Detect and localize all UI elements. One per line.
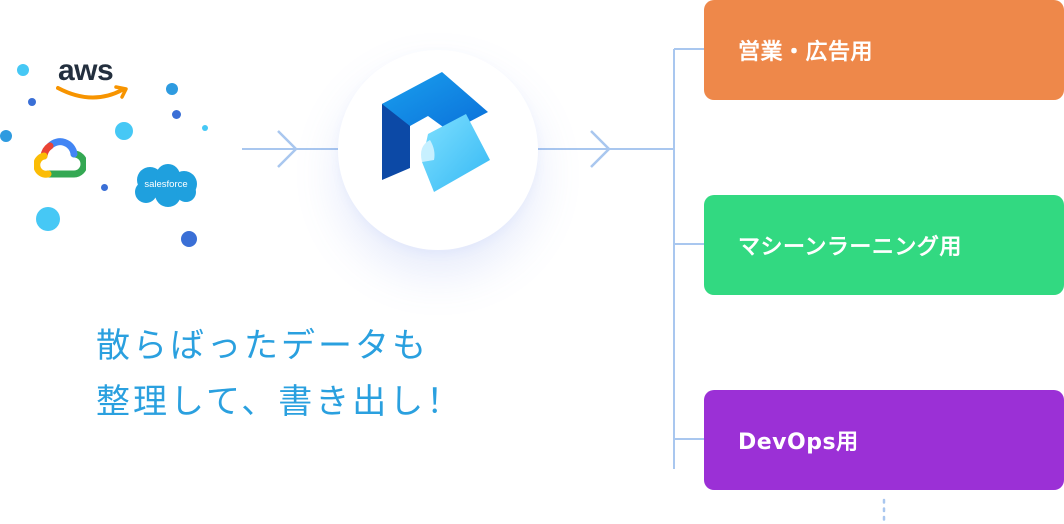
- headline-line-1: 散らばったデータも: [96, 326, 429, 366]
- salesforce-cloud-icon: [135, 164, 197, 207]
- salesforce-logo-text: salesforce: [144, 179, 188, 190]
- decor-dot: [181, 231, 197, 247]
- target-machine-learning: マシーンラーニング用: [704, 195, 1064, 295]
- input-arrow-icon: [277, 130, 298, 168]
- product-logo-icon: [382, 72, 490, 192]
- aws-logo: aws: [56, 54, 136, 104]
- decor-dot: [28, 98, 36, 106]
- decor-dot: [17, 64, 29, 76]
- decor-dot: [101, 184, 108, 191]
- aws-logo-text: aws: [58, 54, 114, 87]
- headline-line-2: 整理して、書き出し！: [96, 382, 464, 422]
- decor-dot: [0, 130, 12, 142]
- decor-dot: [202, 125, 208, 131]
- target-label: 営業・広告用: [738, 40, 874, 65]
- salesforce-logo: salesforce: [130, 162, 200, 208]
- hub-circle: [338, 50, 538, 250]
- output-arrow-icon: [590, 130, 611, 168]
- google-cloud-icon: [34, 138, 86, 178]
- aws-smile-icon: [56, 85, 128, 100]
- decor-dot: [36, 207, 60, 231]
- target-sales-advertising: 営業・広告用: [704, 0, 1064, 100]
- decor-dot: [172, 110, 181, 119]
- target-devops: DevOps用: [704, 390, 1064, 490]
- target-label: マシーンラーニング用: [738, 235, 962, 260]
- headline: 散らばったデータも 整理して、書き出し！: [96, 318, 463, 430]
- decor-dot: [166, 83, 178, 95]
- target-label: DevOps用: [738, 430, 859, 455]
- decor-dot: [115, 122, 133, 140]
